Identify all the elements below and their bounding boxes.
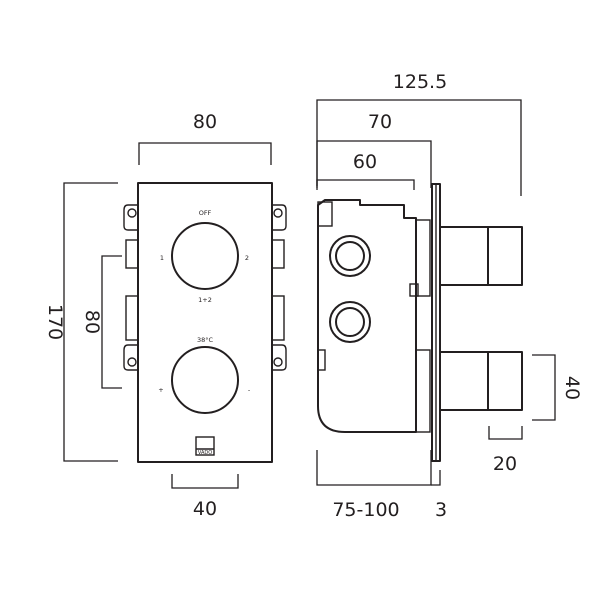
lug-bottom-left: [123, 344, 138, 371]
dim-plate-label: 3: [435, 499, 447, 521]
dim-bottom-width-label: 40: [193, 498, 217, 520]
inlet-inner: [335, 307, 365, 337]
dim-line-knob-width: [488, 426, 523, 440]
flow-knob: [171, 222, 239, 290]
inlet-inner: [335, 241, 365, 271]
label-minus: -: [248, 386, 251, 394]
lug-hole: [127, 208, 137, 218]
dim-line-plate: [431, 470, 441, 486]
dim-line-knob-height: [532, 354, 556, 421]
side-view: 125.5 70 60 75-100 3 40 20: [316, 71, 583, 521]
lug-top-right: [272, 204, 287, 231]
dim-knob-width-label: 20: [493, 453, 517, 475]
label-position-1: 1: [160, 254, 164, 262]
side-strip: [271, 295, 285, 341]
cartridge-lower: [415, 349, 431, 433]
dim-line-height: [63, 182, 118, 462]
label-position-combined: 1+2: [198, 296, 212, 304]
dim-line-knob-spacing: [101, 255, 122, 389]
temperature-knob-stem: [439, 351, 489, 411]
valve-body: [317, 199, 417, 433]
brand-logo-text: VADO: [198, 450, 212, 456]
dim-total-depth-label: 125.5: [393, 71, 447, 93]
inlet-outer: [329, 235, 371, 277]
dim-line-depth-60: [316, 179, 415, 190]
side-strip: [125, 295, 139, 341]
dim-line-width: [138, 142, 272, 165]
body-tab: [317, 349, 326, 371]
dim-line-total-depth: [316, 99, 522, 196]
dim-height-label: 170: [44, 304, 66, 340]
cartridge-clip: [409, 283, 419, 297]
dim-line-wall-depth: [316, 450, 432, 486]
side-strip: [125, 239, 139, 269]
dim-line-depth-70: [316, 140, 432, 188]
lug-hole: [273, 208, 283, 218]
body-bracket: [317, 201, 333, 227]
dim-knob-spacing-label: 80: [81, 310, 103, 334]
label-off: OFF: [199, 209, 212, 217]
dim-width-label: 80: [193, 111, 217, 133]
flow-knob-cap: [487, 226, 523, 286]
flow-knob-stem: [439, 226, 489, 286]
temperature-knob: [171, 346, 239, 414]
side-strip: [271, 239, 285, 269]
dim-depth-70-label: 70: [368, 111, 392, 133]
lug-hole: [127, 357, 137, 367]
lug-hole: [273, 357, 283, 367]
label-temperature: 38°C: [197, 336, 214, 344]
brand-logo: [195, 436, 215, 456]
temperature-knob-cap: [487, 351, 523, 411]
dim-wall-depth-label: 75-100: [332, 499, 399, 521]
label-position-2: 2: [245, 254, 249, 262]
faceplate: [137, 182, 273, 463]
dim-depth-60-label: 60: [353, 151, 377, 173]
cartridge-upper: [415, 219, 431, 297]
inlet-outer: [329, 301, 371, 343]
dim-knob-height-label: 40: [561, 376, 583, 400]
lug-top-left: [123, 204, 138, 231]
lug-bottom-right: [272, 344, 287, 371]
front-view: OFF 1 2 1+2 38°C + - VADO 80 170 80 40: [44, 111, 287, 520]
dim-line-bottom-width: [171, 474, 239, 489]
label-plus: +: [158, 386, 163, 394]
